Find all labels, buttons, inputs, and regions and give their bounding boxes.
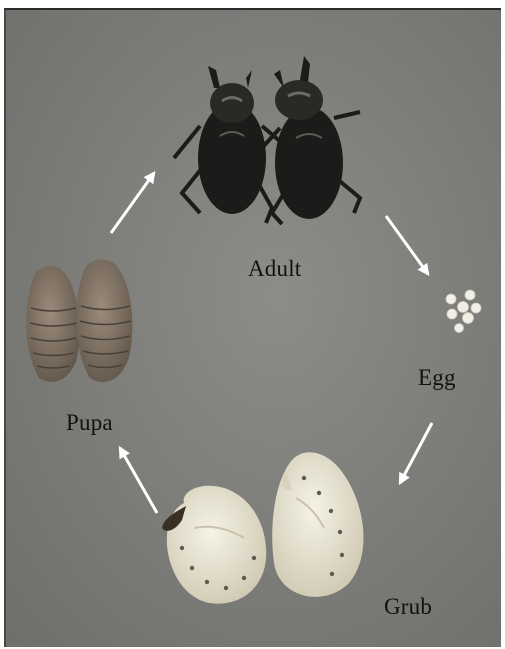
label-egg: Egg [418,365,456,391]
photo-frame [4,8,501,647]
label-grub: Grub [384,594,432,620]
label-adult: Adult [248,256,301,282]
label-pupa: Pupa [66,410,113,436]
